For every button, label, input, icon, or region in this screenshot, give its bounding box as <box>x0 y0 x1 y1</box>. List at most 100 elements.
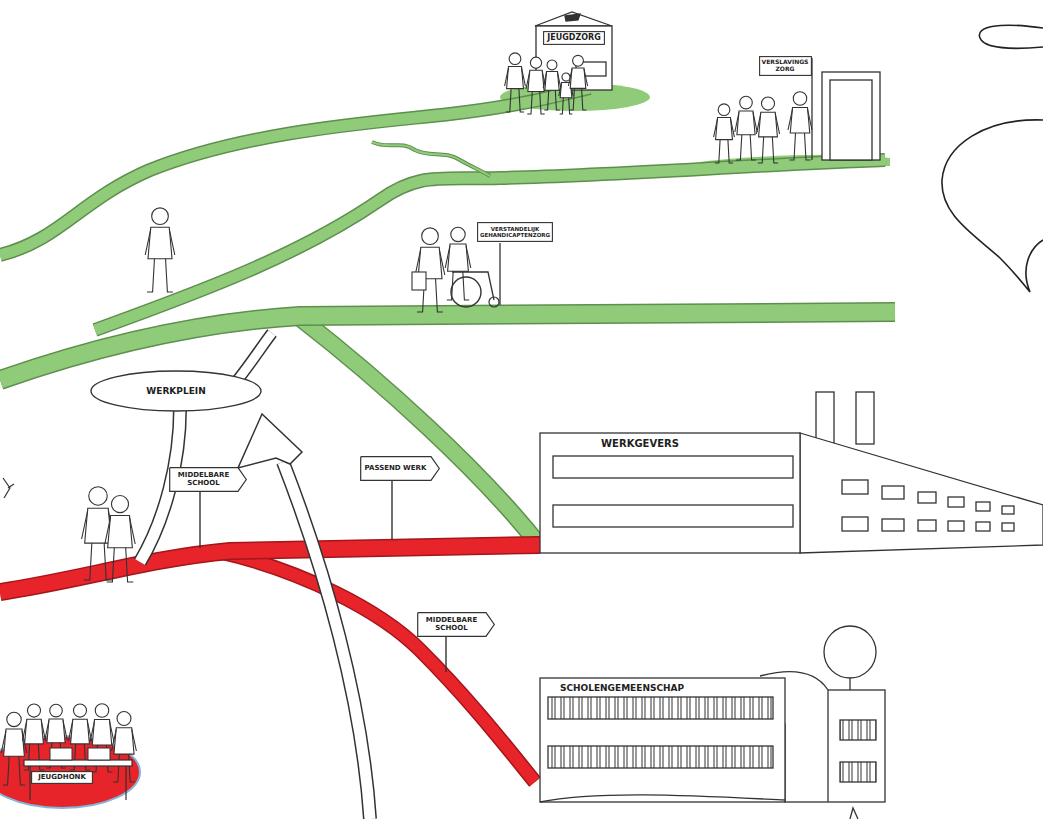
school-building <box>540 626 885 819</box>
drawing-part <box>50 748 72 760</box>
arrow-sign <box>170 467 247 491</box>
edge-figure <box>3 478 14 498</box>
drawing-part <box>145 208 175 292</box>
drawing-part <box>452 272 494 300</box>
drawing-part <box>788 92 812 160</box>
drawing-part <box>236 333 272 382</box>
werkplein-ellipse: WERKPLEIN <box>90 370 262 412</box>
drawing-part <box>415 228 445 312</box>
walker <box>145 208 175 292</box>
drawing-part <box>816 392 834 444</box>
drawing-part <box>0 312 895 380</box>
sign-board <box>478 223 553 242</box>
signpost: MIDDELBARE SCHOOL <box>417 612 495 637</box>
drawing-part <box>1 712 27 785</box>
green-roads <box>0 83 895 546</box>
drawing-part <box>553 456 793 478</box>
drawing-part <box>391 478 392 540</box>
building-name: WERKGEVERS <box>592 436 688 452</box>
node-text: WERKGEVERS <box>601 438 679 450</box>
drawing-part <box>553 505 793 527</box>
node-text: JEUGDZORG <box>547 33 600 42</box>
drawing-part <box>451 277 481 307</box>
factory-building <box>540 392 1043 553</box>
drawing-part <box>372 142 490 176</box>
drawing-part <box>445 636 446 672</box>
drawing-part <box>540 795 785 802</box>
sign-board <box>759 57 811 76</box>
drawing-part <box>0 545 540 592</box>
drawing-part <box>840 720 876 740</box>
care-sign: VERSLAVINGS ZORG <box>759 56 812 76</box>
signpost: PASSEND WERK <box>360 456 440 481</box>
walking-couple <box>82 487 136 582</box>
drawing-part <box>412 272 426 290</box>
drawing-part <box>830 80 872 160</box>
drawing-part <box>445 227 471 300</box>
drawing-part <box>822 72 880 160</box>
drawing-part <box>0 312 895 380</box>
ellipse-outline <box>91 371 261 411</box>
drawing-part <box>300 318 540 546</box>
door <box>812 58 880 160</box>
drawing-part <box>112 711 137 782</box>
care-sign: VERSTANDELIJK GEHANDICAPTENZORG <box>477 222 553 242</box>
sign-board <box>544 32 605 45</box>
drawing-part <box>976 522 990 531</box>
drawing-part <box>283 462 370 819</box>
drawing-part <box>199 490 200 548</box>
drawing-part <box>856 392 874 444</box>
drawing-part <box>842 480 868 494</box>
drawing-part <box>882 486 904 499</box>
drawing-part <box>800 433 1043 553</box>
arrow-sign <box>361 456 440 480</box>
drawing-part <box>30 766 126 800</box>
node-text: JEUGDHONK <box>38 773 86 781</box>
drawing-part <box>850 808 858 819</box>
drawing-part <box>882 519 904 531</box>
drawing-part <box>568 55 587 110</box>
jeugdzorg-people <box>505 53 588 114</box>
drawing-part <box>1002 523 1014 531</box>
verslavingszorg-people <box>714 92 812 163</box>
drawing-part <box>220 552 535 782</box>
drawing-part <box>548 746 773 768</box>
drawing-part <box>756 97 779 163</box>
drawing-part <box>499 243 500 305</box>
jeugdhonk-scene <box>0 704 140 808</box>
signpost: MIDDELBARE SCHOOL <box>169 467 247 492</box>
node-text: WERKPLEIN <box>146 386 205 396</box>
drawing-part <box>948 521 964 531</box>
sign-board <box>32 771 93 783</box>
drawing-part <box>918 492 936 503</box>
drawing-part <box>236 333 272 382</box>
drawing-part <box>238 414 302 468</box>
building-name: SCHOLENGEMEENSCHAP <box>542 680 702 696</box>
drawing-part <box>105 496 135 582</box>
drawing-part <box>840 762 876 782</box>
node-text: SCHOLENGEMEENSCHAP <box>560 683 684 693</box>
drawing-part <box>526 57 546 114</box>
drawing-part <box>540 678 785 802</box>
drawing-part <box>548 697 773 719</box>
drawing-part <box>811 58 812 160</box>
drawing-part <box>976 502 990 511</box>
drawing-part <box>88 748 110 760</box>
node-text: PASSEND WERK <box>365 464 427 472</box>
drawing-part <box>565 14 580 21</box>
drawing-part <box>842 517 868 531</box>
drawing-part <box>535 12 612 26</box>
drawing-part <box>735 96 757 160</box>
drawing-part <box>24 760 132 766</box>
drawing-part <box>300 318 540 546</box>
drawing-part <box>543 60 561 110</box>
table-sign: JEUGDHONK <box>31 771 93 784</box>
node-text: VERSTANDELIJK GEHANDICAPTENZORG <box>479 226 551 239</box>
drawing-part <box>220 552 535 782</box>
node-text: MIDDELBARE SCHOOL <box>173 471 234 487</box>
drawing-part <box>948 497 964 507</box>
drawing-part <box>979 25 1043 48</box>
drawing-part <box>283 462 370 819</box>
drawing-part <box>0 545 540 592</box>
